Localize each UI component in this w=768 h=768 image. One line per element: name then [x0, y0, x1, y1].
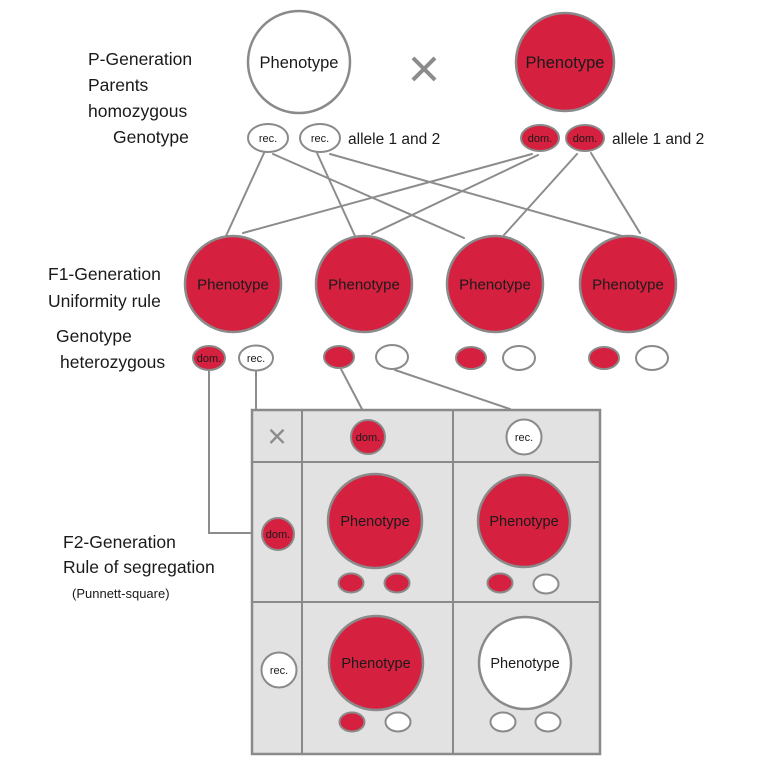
- line-dom2-to-f1-3: [503, 153, 578, 236]
- allele-circle-rec: [505, 418, 543, 456]
- connector-dom-to-row-header: [208, 370, 253, 534]
- phenotype-circle: [477, 615, 573, 711]
- line-rec2-to-f1-2: [316, 152, 356, 237]
- phenotype-label: Phenotype: [490, 656, 559, 672]
- allele-label-dom-1: dom.: [528, 133, 552, 145]
- allele-circle-dom: [588, 346, 620, 370]
- f1-generation-label: F1-Generation: [48, 264, 161, 284]
- f1-offspring-3: Phenotype: [445, 234, 545, 371]
- row-header-dom: dom.: [261, 517, 295, 551]
- phenotype-circle-dominant-parent: [514, 11, 616, 113]
- phenotype-label: Phenotype: [489, 514, 558, 530]
- allele-label-rec-1: rec.: [259, 133, 277, 145]
- line-rec2-to-f1-4: [329, 153, 623, 237]
- punnett-cell-dom-rec: Phenotype: [476, 473, 572, 595]
- f2-generation-label: F2-Generation: [63, 532, 176, 552]
- allele-circle-rec: [375, 344, 409, 370]
- phenotype-circle-f1-4: [578, 234, 678, 334]
- allele-label-rec: rec.: [270, 665, 288, 677]
- parent-dominant: Phenotype dom. dom. allele 1 and 2: [514, 11, 704, 152]
- f1-genotype-label: Genotype: [56, 326, 132, 346]
- phenotype-circle: [326, 472, 424, 570]
- allele-note-right: allele 1 and 2: [612, 131, 704, 148]
- allele-label-dom: dom.: [356, 432, 380, 444]
- allele-dot-dom: [337, 572, 365, 594]
- genotype-label: Genotype: [113, 127, 189, 147]
- allele-circle-dom: [261, 517, 295, 551]
- allele-circle-dom-2: [565, 124, 605, 152]
- line-dom2-to-f1-4: [590, 152, 641, 234]
- rule-of-segregation-label: Rule of segregation: [63, 557, 215, 577]
- line-dom1-to-f1-1: [242, 153, 533, 234]
- punnett-square: × dom. rec. dom. rec. Phenot: [250, 408, 602, 756]
- allele-label-rec: rec.: [247, 353, 265, 365]
- f1-heterozygous-label: heterozygous: [60, 352, 165, 372]
- allele-label-rec: rec.: [515, 432, 533, 444]
- allele-circle-dom: [455, 346, 487, 370]
- allele-label-dom-2: dom.: [573, 133, 597, 145]
- cross-icon: ×: [408, 37, 441, 100]
- phenotype-circle-f1-1: [183, 234, 283, 334]
- allele-label-dom: dom.: [266, 529, 290, 541]
- punnett-square-note: (Punnett-square): [72, 586, 170, 601]
- allele-dot-rec: [384, 711, 412, 733]
- punnett-cell-dom-dom: Phenotype: [326, 472, 424, 594]
- phenotype-label: Phenotype: [526, 54, 605, 72]
- allele-dot-rec: [489, 711, 517, 733]
- allele-dot-dom: [486, 572, 514, 594]
- phenotype-label: Phenotype: [260, 54, 339, 72]
- row-header-rec: rec.: [260, 651, 298, 689]
- allele-dot-dom: [338, 711, 366, 733]
- parents-label: Parents: [88, 75, 149, 95]
- inheritance-lines: [225, 152, 641, 239]
- allele-circle-dom: [323, 345, 355, 369]
- f1-offspring-4: Phenotype: [578, 234, 678, 371]
- homozygous-label: homozygous: [88, 101, 187, 121]
- allele-circle-rec-1: [247, 123, 289, 153]
- allele-dot-rec: [534, 711, 562, 733]
- f1-offspring-1: Phenotype dom. rec.: [183, 234, 283, 372]
- allele-circle-dom-1: [520, 124, 560, 152]
- punnett-cell-rec-dom: Phenotype: [327, 614, 425, 733]
- phenotype-label: Phenotype: [341, 656, 410, 672]
- phenotype-label: Phenotype: [592, 277, 664, 294]
- column-header-rec: rec.: [505, 418, 543, 456]
- allele-circle-rec-2: [299, 123, 341, 153]
- uniformity-rule-label: Uniformity rule: [48, 291, 161, 311]
- line-rec1-to-f1-1: [225, 152, 265, 237]
- allele-circle-rec: [502, 345, 536, 371]
- allele-circle-rec: [260, 651, 298, 689]
- phenotype-circle-recessive-parent: [246, 9, 352, 115]
- phenotype-circle: [476, 473, 572, 569]
- p-generation-label: P-Generation: [88, 49, 192, 69]
- p-generation-section: P-Generation Parents homozygous Genotype…: [88, 9, 704, 153]
- allele-label-rec-2: rec.: [311, 133, 329, 145]
- allele-dot-dom: [383, 572, 411, 594]
- phenotype-circle: [327, 614, 425, 712]
- allele-dot-rec: [532, 573, 560, 595]
- f1-offspring-2: Phenotype: [314, 234, 414, 370]
- line-rec1-to-f1-3: [272, 153, 465, 239]
- f1-generation-section: F1-Generation Uniformity rule Genotype h…: [48, 234, 678, 372]
- column-header-dom: dom.: [350, 419, 386, 455]
- phenotype-label: Phenotype: [197, 277, 269, 294]
- parent-recessive: Phenotype rec. rec. allele 1 and 2: [246, 9, 440, 153]
- connector-rec-to-col-header: [394, 369, 511, 410]
- allele-label-dom: dom.: [197, 353, 221, 365]
- phenotype-label: Phenotype: [340, 514, 409, 530]
- allele-note-left: allele 1 and 2: [348, 131, 440, 148]
- phenotype-circle-f1-2: [314, 234, 414, 334]
- cross-icon-small: ×: [267, 418, 286, 455]
- allele-circle-rec: [635, 345, 669, 371]
- connector-dom-to-col-header: [340, 368, 364, 412]
- line-dom1-to-f1-2: [371, 154, 539, 235]
- phenotype-label: Phenotype: [328, 277, 400, 294]
- f2-generation-section: F2-Generation Rule of segregation (Punne…: [63, 408, 602, 756]
- phenotype-circle-f1-3: [445, 234, 545, 334]
- allele-circle-dom: [350, 419, 386, 455]
- punnett-cell-rec-rec: Phenotype: [477, 615, 573, 733]
- phenotype-label: Phenotype: [459, 277, 531, 294]
